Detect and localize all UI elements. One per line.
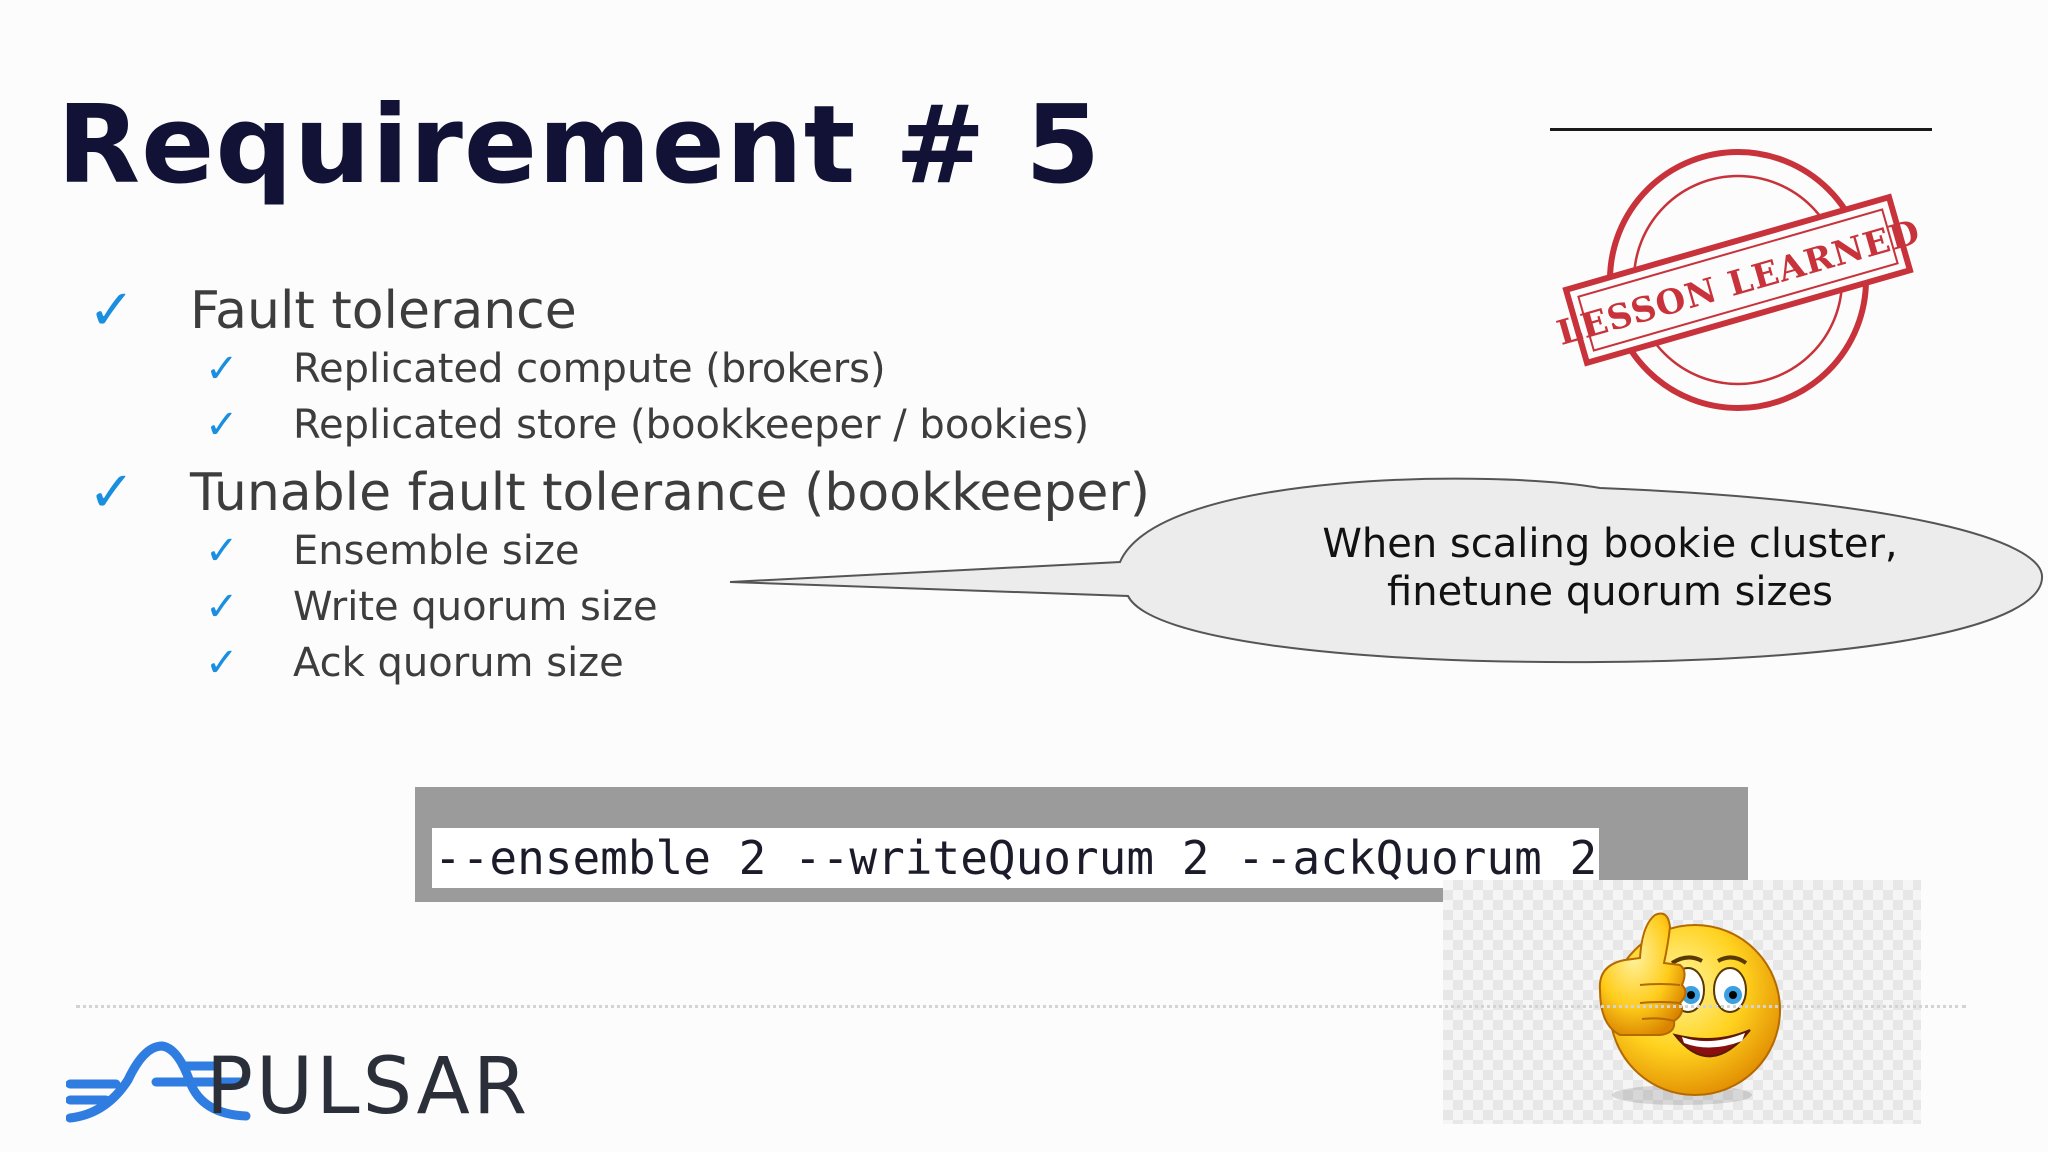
thumbs-up-smiley-icon <box>1598 912 1781 1105</box>
check-icon: ✓ <box>205 584 239 630</box>
check-icon: ✓ <box>205 402 239 448</box>
slide-title: Requirement # 5 <box>57 83 1102 208</box>
bullet-fault-tolerance: ✓ Fault tolerance <box>88 278 577 343</box>
callout-text: When scaling bookie cluster, finetune qu… <box>1260 520 1960 616</box>
sub-bullet-replicated-store: ✓ Replicated store (bookkeeper / bookies… <box>205 402 1089 448</box>
bullet-text: Tunable fault tolerance (bookkeeper) <box>190 462 1151 523</box>
footer-divider <box>76 1005 1966 1008</box>
callout-line-1: When scaling bookie cluster, <box>1322 521 1898 567</box>
sub-bullet-ack-quorum: ✓ Ack quorum size <box>205 640 624 686</box>
check-icon: ✓ <box>205 640 239 686</box>
check-icon: ✓ <box>205 528 239 574</box>
bullet-text: Ensemble size <box>293 528 580 574</box>
check-icon: ✓ <box>88 278 135 343</box>
command-text: --ensemble 2 --writeQuorum 2 --ackQuorum… <box>432 828 1600 888</box>
pulsar-logo-text: PULSAR <box>206 1042 531 1132</box>
check-icon: ✓ <box>205 346 239 392</box>
bullet-tunable-fault-tolerance: ✓ Tunable fault tolerance (bookkeeper) <box>88 460 1150 525</box>
bullet-text: Replicated store (bookkeeper / bookies) <box>293 402 1090 448</box>
sub-bullet-ensemble-size: ✓ Ensemble size <box>205 528 579 574</box>
check-icon: ✓ <box>88 460 135 525</box>
pulsar-logo-icon <box>66 1041 251 1123</box>
callout-line-2: finetune quorum sizes <box>1387 569 1833 615</box>
bullet-text: Write quorum size <box>293 584 658 630</box>
lesson-learned-stamp: LESSON LEARNED <box>1553 149 1920 411</box>
bullet-text: Replicated compute (brokers) <box>293 346 886 392</box>
bullet-text: Fault tolerance <box>190 280 577 341</box>
top-rule <box>1550 128 1932 131</box>
sub-bullet-replicated-compute: ✓ Replicated compute (brokers) <box>205 346 886 392</box>
bullet-text: Ack quorum size <box>293 640 624 686</box>
sub-bullet-write-quorum: ✓ Write quorum size <box>205 584 658 630</box>
